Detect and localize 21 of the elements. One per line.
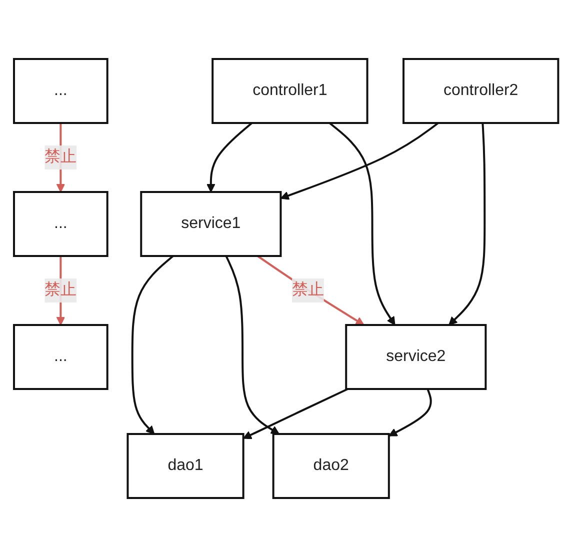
arrow <box>448 122 486 326</box>
node-box: controller2 <box>402 58 560 124</box>
arrow <box>206 122 253 192</box>
arrow <box>257 255 365 326</box>
arrow <box>280 122 440 200</box>
arrow <box>388 388 432 436</box>
edge-label: 禁止 <box>292 282 324 298</box>
arrow <box>243 388 349 440</box>
arrow <box>132 255 174 434</box>
node-box: service2 <box>346 324 488 390</box>
node-box: dao2 <box>272 433 390 499</box>
node-box: ... <box>13 191 109 257</box>
node-box: ... <box>13 324 109 390</box>
node-box: service1 <box>140 191 282 257</box>
arrow <box>226 256 280 434</box>
edge-label: 禁止 <box>45 282 78 298</box>
arrow <box>329 122 396 326</box>
node-box: controller1 <box>212 58 369 124</box>
node-box: ... <box>13 58 109 124</box>
edge-label: 禁止 <box>45 148 78 166</box>
node-box: dao1 <box>127 433 245 499</box>
